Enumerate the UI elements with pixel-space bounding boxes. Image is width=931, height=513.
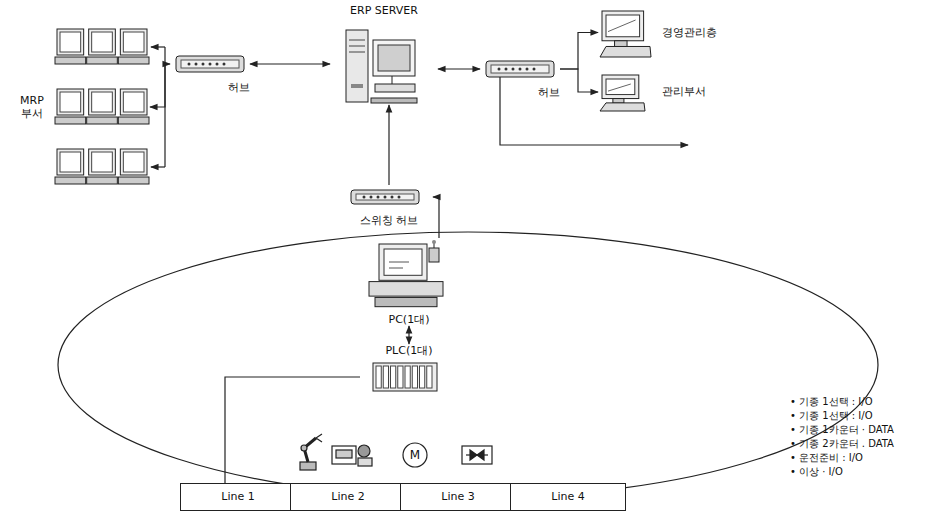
signal-note: • 기종 1선택 : I/O xyxy=(790,410,873,422)
node-label: 허브 xyxy=(228,81,250,94)
plant-boundary xyxy=(58,232,878,498)
network-link xyxy=(438,68,480,69)
device-icon xyxy=(350,188,420,206)
signal-note: • 운전준비 : I/O xyxy=(790,452,863,464)
device-node: PLC(1대) xyxy=(360,344,458,394)
network-link xyxy=(560,33,598,70)
pc-group-icon xyxy=(55,27,150,67)
network-link xyxy=(408,326,409,344)
device-icon xyxy=(367,242,445,308)
pc-group-icon xyxy=(55,87,150,127)
device-node: PC(1대) xyxy=(355,238,463,326)
motor-letter: M xyxy=(410,448,420,462)
network-link xyxy=(388,105,389,185)
node-label: 스위칭 허브 xyxy=(345,214,433,227)
network-link xyxy=(560,69,598,92)
node-label: PLC(1대) xyxy=(360,344,458,357)
signal-note: • 이상 · I/O xyxy=(790,466,843,478)
network-link xyxy=(250,63,330,64)
device-node: 허브 xyxy=(480,55,560,99)
device-node: 허브 xyxy=(170,50,250,94)
node-label: 경영관리층 xyxy=(662,26,738,39)
node-label: PC(1대) xyxy=(355,313,463,326)
node-label: 허브 xyxy=(538,86,560,99)
node-label: MRP 부서 xyxy=(15,94,49,120)
pc-group-icon xyxy=(55,147,150,187)
node-label: Line 1 xyxy=(181,490,295,503)
node-label: 관리부서 xyxy=(662,85,738,98)
line-box: Line 3 xyxy=(400,483,516,511)
node-label: Line 3 xyxy=(401,490,515,503)
branch-lines xyxy=(151,47,688,167)
valve-symbol xyxy=(462,446,492,464)
device-icon xyxy=(600,10,652,58)
network-link xyxy=(150,64,170,107)
device-icon xyxy=(485,59,555,79)
robot-symbol xyxy=(300,434,322,470)
node-label: Line 4 xyxy=(511,490,625,503)
device-icon xyxy=(175,54,245,74)
node-label: ERP SERVER xyxy=(330,4,438,17)
device-icon xyxy=(600,74,646,112)
network-link xyxy=(225,377,360,483)
conveyor-symbol xyxy=(332,445,372,466)
line-box: Line 1 xyxy=(180,483,296,511)
network-link xyxy=(433,197,439,238)
line-box: Line 4 xyxy=(510,483,626,511)
signal-note: • 기종 1선택 : I/O xyxy=(790,396,873,408)
device-node: 관리부서 xyxy=(598,70,738,114)
motor-symbol xyxy=(403,443,427,467)
line-box: Line 2 xyxy=(290,483,406,511)
device-node: MRP 부서 xyxy=(15,22,150,192)
device-node: 스위칭 허브 xyxy=(345,185,433,227)
device-node: 경영관리층 xyxy=(598,5,738,60)
device-icon xyxy=(345,26,417,104)
signal-note: • 기종 1카운터 · DATA xyxy=(790,424,894,436)
signal-note: • 기종 2카운터 . DATA xyxy=(790,438,894,450)
device-node: ERP SERVER xyxy=(330,4,438,105)
device-icon xyxy=(372,362,438,392)
node-label: Line 2 xyxy=(291,490,405,503)
